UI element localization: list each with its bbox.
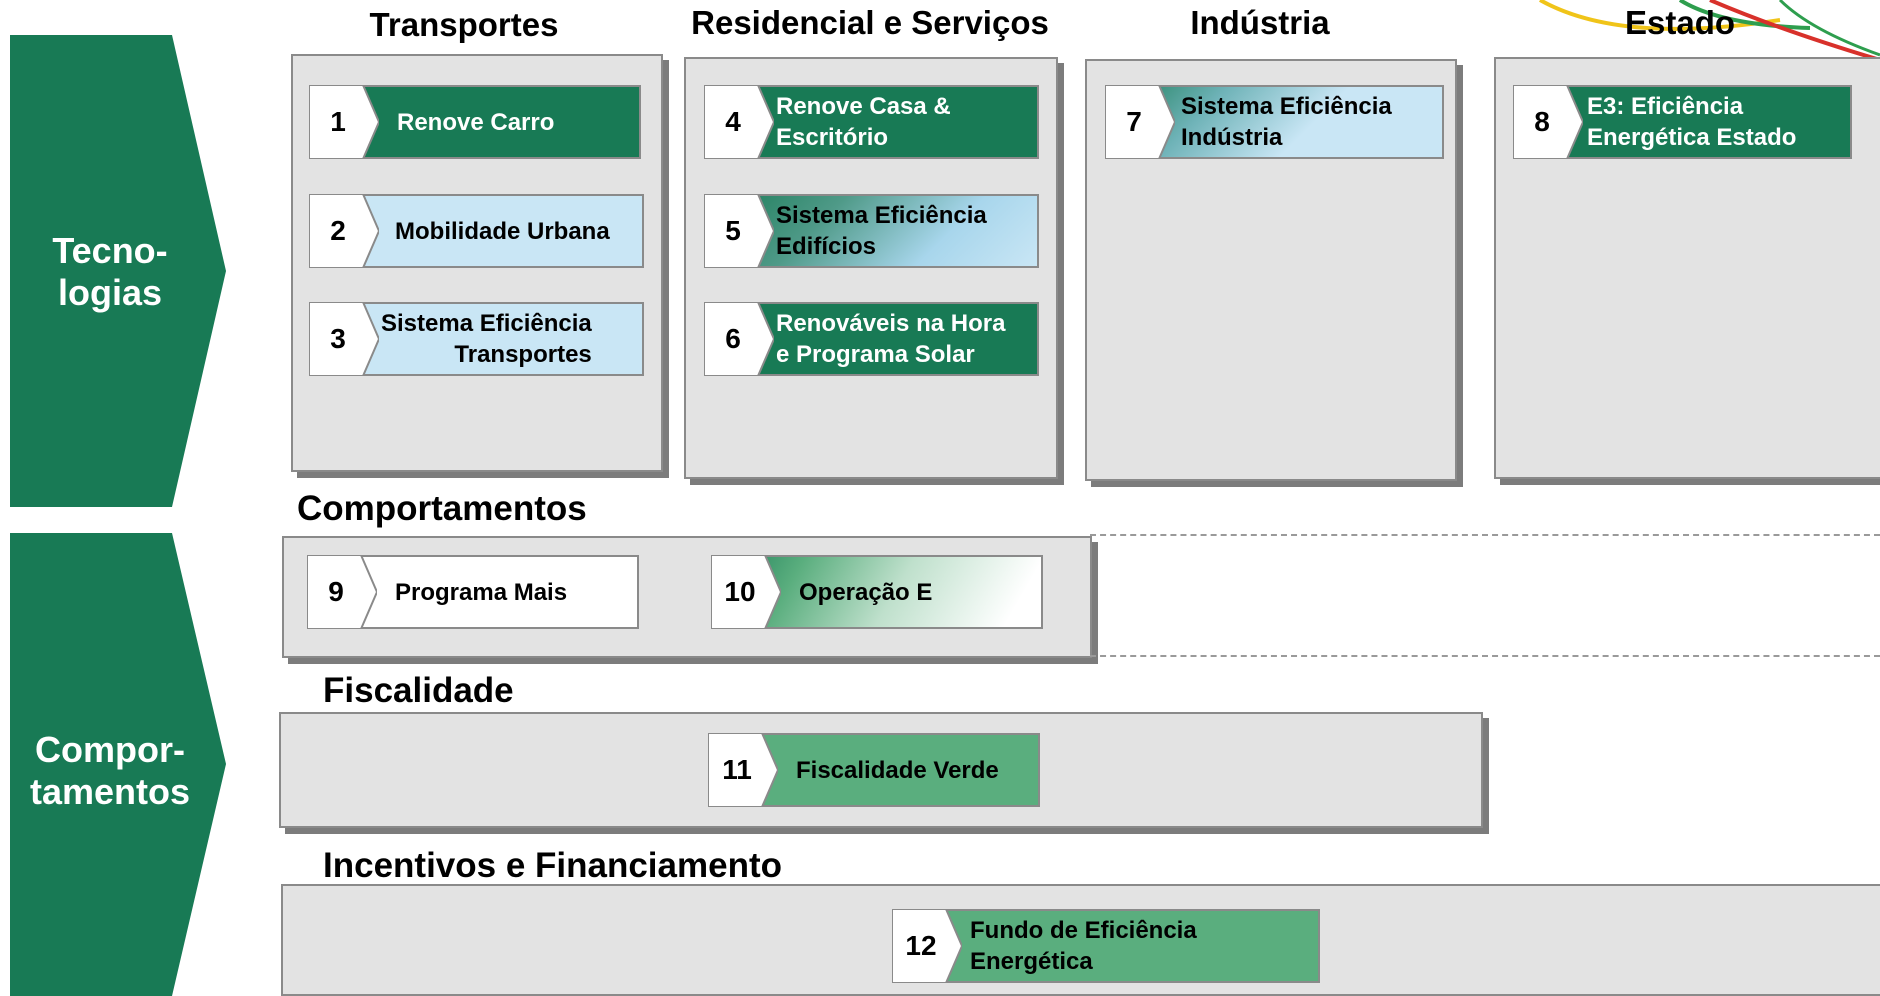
number-chevron-shape: [307, 555, 377, 629]
item-sistema-eficiencia-industria[interactable]: 7 Sistema Eficiência Indústria: [1105, 85, 1444, 159]
item-renovaveis-na-hora[interactable]: 6 Renováveis na Hora e Programa Solar: [704, 302, 1039, 376]
number-chevron-shape: [704, 302, 774, 376]
number-chevron-shape: [309, 85, 379, 159]
item-label: Mobilidade Urbana: [395, 217, 610, 245]
item-label: Sistema Eficiência Indústria: [1181, 93, 1392, 151]
number-chevron-shape: [309, 302, 379, 376]
item-label: Renove Carro: [397, 108, 555, 136]
item-programa-mais[interactable]: 9 Programa Mais: [307, 555, 639, 629]
item-bar: [746, 733, 1040, 807]
section-heading-incentivos: Incentivos e Financiamento: [323, 846, 782, 885]
item-sistema-eficiencia-transportes[interactable]: 3 Sistema Eficiência Transportes: [309, 302, 644, 376]
item-number: 10: [724, 576, 756, 607]
column-heading-industria: Indústria: [1190, 4, 1330, 41]
number-chevron-shape: [704, 194, 774, 268]
dashed-line-top: [1090, 534, 1880, 536]
item-number: 6: [725, 323, 741, 354]
section-heading-fiscalidade: Fiscalidade: [323, 671, 514, 710]
number-chevron-shape: [892, 909, 962, 983]
number-chevron-shape: [1105, 85, 1175, 159]
item-fundo-eficiencia-energetica[interactable]: 12 Fundo de Eficiência Energética: [892, 909, 1320, 983]
item-number: 7: [1126, 106, 1142, 137]
tecnologias-label: Tecno- logias: [52, 230, 168, 313]
item-label: Programa Mais: [395, 578, 568, 606]
number-chevron-shape: [711, 555, 781, 629]
comportamentos-arrow: Compor- tamentos: [10, 533, 226, 996]
item-bar: [892, 909, 1320, 983]
section-heading-comportamentos: Comportamentos: [297, 489, 587, 528]
number-chevron-shape: [309, 194, 379, 268]
item-number: 8: [1534, 106, 1550, 137]
item-label: Renove Casa & Escritório: [776, 93, 951, 151]
item-label: Fundo de Eficiência Energética: [970, 917, 1197, 975]
number-chevron-shape: [704, 85, 774, 159]
item-number: 4: [725, 106, 741, 137]
item-number: 2: [330, 215, 346, 246]
dashed-line-bottom: [1090, 655, 1880, 657]
number-chevron-shape: [708, 733, 778, 807]
item-label: Fiscalidade Verde: [796, 756, 999, 784]
item-mobilidade-urbana[interactable]: 2 Mobilidade Urbana: [309, 194, 644, 268]
column-heading-residencial: Residencial e Serviços: [691, 4, 1049, 41]
item-label: Operação E: [799, 578, 933, 606]
tecnologias-arrow: Tecno- logias: [10, 35, 226, 507]
column-heading-transportes: Transportes: [369, 6, 559, 43]
decorative-rings-graphic: [1539, 0, 1880, 60]
item-sistema-eficiencia-edificios[interactable]: 5 Sistema Eficiência Edifícios: [704, 194, 1039, 268]
item-label: Sistema Eficiência Transportes: [381, 310, 592, 368]
item-number: 12: [905, 930, 937, 961]
item-operacao-e[interactable]: 10 Operação E: [711, 555, 1043, 629]
item-e3-eficiencia-estado[interactable]: 8 E3: Eficiência Energética Estado: [1513, 85, 1852, 159]
item-number: 1: [330, 106, 346, 137]
item-number: 3: [330, 323, 346, 354]
comportamentos-arrow-shape: [10, 533, 226, 996]
item-number: 11: [722, 754, 752, 785]
column-heading-estado: Estado: [1624, 4, 1736, 41]
item-label: Renováveis na Hora e Programa Solar: [776, 310, 1006, 368]
item-number: 5: [725, 215, 741, 246]
item-label: Sistema Eficiência Edifícios: [776, 202, 987, 260]
item-renove-casa-escritorio[interactable]: 4 Renove Casa & Escritório: [704, 85, 1039, 159]
comportamentos-label: Compor- tamentos: [29, 729, 191, 812]
item-label: E3: Eficiência Energética Estado: [1587, 93, 1797, 151]
item-fiscalidade-verde[interactable]: 11 Fiscalidade Verde: [708, 733, 1040, 807]
number-chevron-shape: [1513, 85, 1583, 159]
item-number: 9: [328, 576, 344, 607]
item-renove-carro[interactable]: 1 Renove Carro: [309, 85, 641, 159]
tecnologias-arrow-shape: [10, 35, 226, 507]
